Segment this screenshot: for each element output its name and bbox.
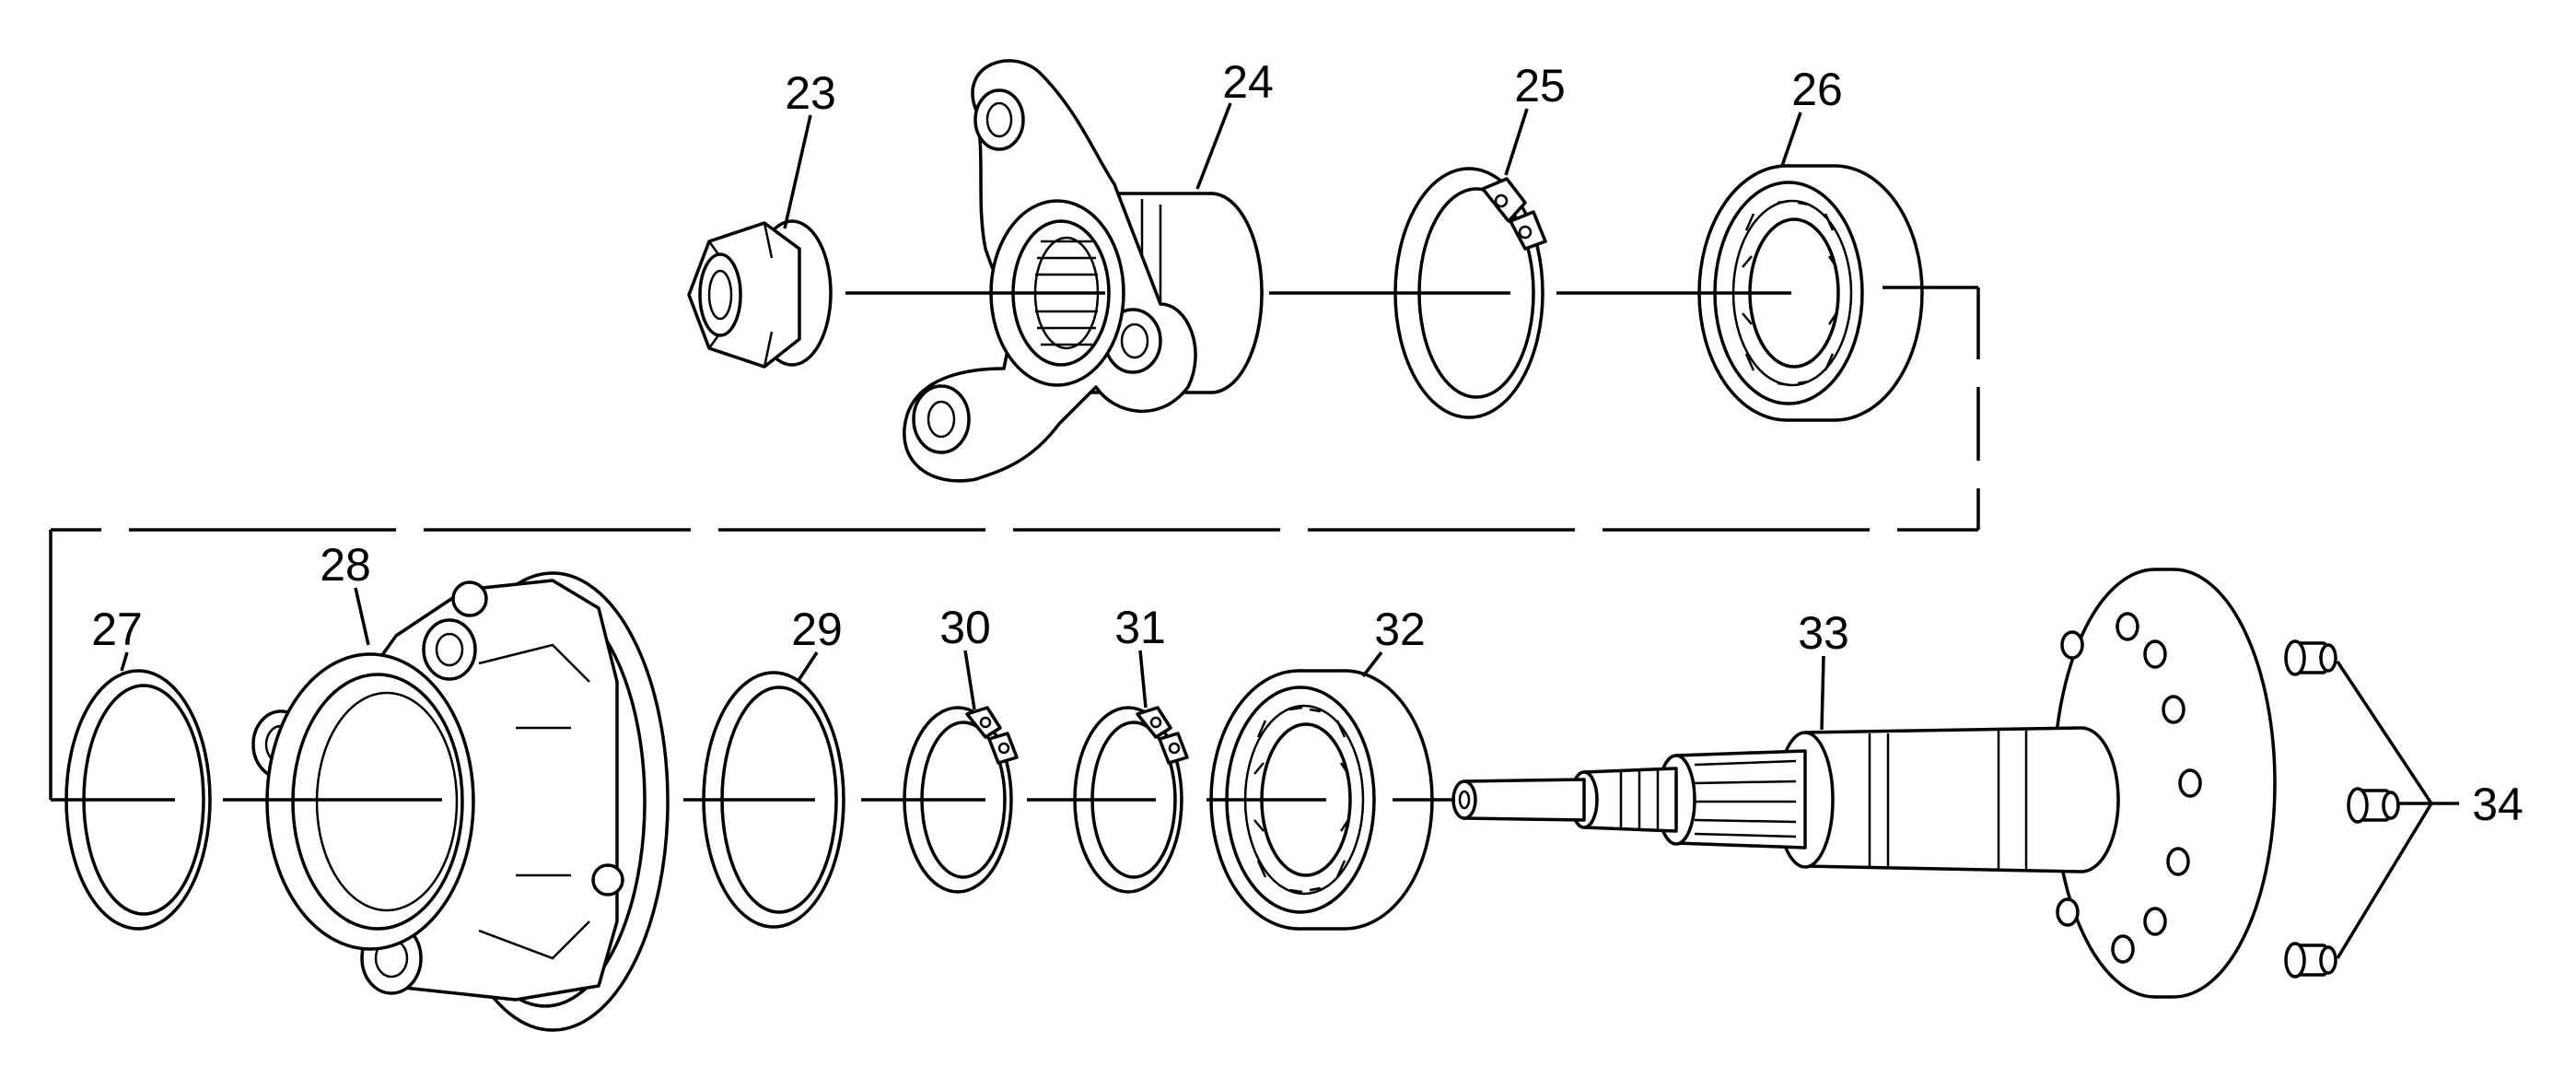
callout-29: 29 <box>791 604 843 655</box>
top-centerline <box>845 286 1978 295</box>
leader-lines <box>120 102 2459 959</box>
callout-23: 23 <box>785 67 836 119</box>
callout-32: 32 <box>1374 604 1426 655</box>
part-28-hub-housing <box>251 571 670 1032</box>
part-23-flange-nut <box>687 219 833 369</box>
callout-25: 25 <box>1514 60 1566 111</box>
part-34-stud-upper <box>2284 639 2337 676</box>
assembly-path-line <box>49 287 1980 800</box>
callout-34: 34 <box>2472 779 2524 830</box>
part-34-stud-middle <box>2347 787 2400 824</box>
callout-30: 30 <box>939 602 991 653</box>
part-24-flange-yoke <box>903 59 1264 483</box>
callout-26: 26 <box>1791 64 1843 115</box>
callout-31: 31 <box>1114 602 1166 653</box>
callout-27: 27 <box>91 604 143 655</box>
part-34-stud-lower <box>2284 942 2337 979</box>
part-33-output-shaft <box>1451 568 2277 999</box>
callout-33: 33 <box>1798 607 1849 659</box>
callout-24: 24 <box>1222 56 1274 108</box>
callout-28: 28 <box>320 539 371 591</box>
